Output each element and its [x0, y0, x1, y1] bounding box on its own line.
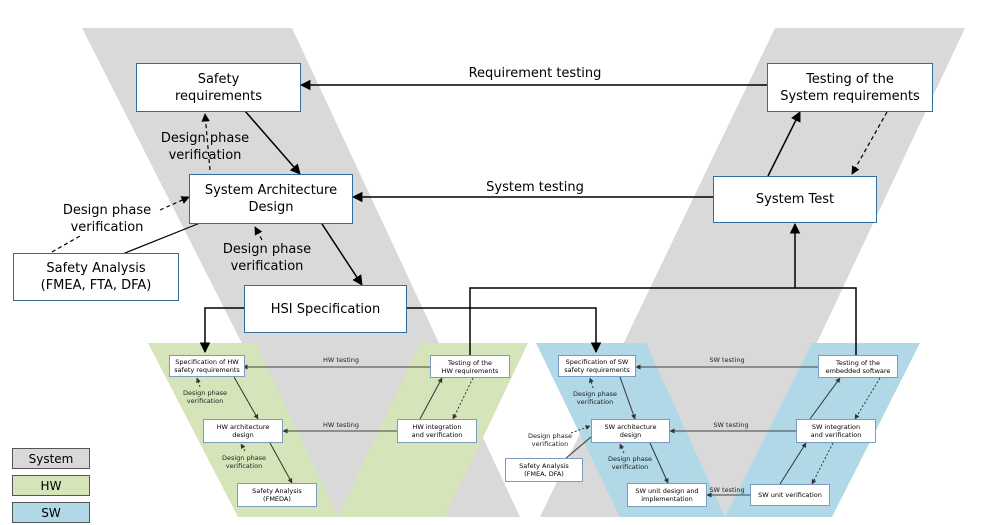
- sw-design-phase-verification-3: Design phase verification: [607, 455, 653, 471]
- sw-unit-design-box: SW unit design and implementation: [627, 483, 707, 507]
- hw-testing-requirements-box: Testing of the HW requirements: [430, 355, 510, 378]
- hw-testing-label-1: HW testing: [323, 356, 359, 364]
- arrow-dpv2-to-arch: [159, 196, 190, 211]
- legend-system: System: [12, 448, 90, 469]
- arrow-dpv1-to-safety: [201, 113, 211, 171]
- hw-safety-analysis-box: Safety Analysis (FMEDA): [237, 483, 317, 507]
- sw-testing-label-3: SW testing: [709, 486, 745, 494]
- sw-testing-embedded-box: Testing of the embedded software: [818, 355, 898, 378]
- testing-system-requirements-box: Testing of the System requirements: [767, 63, 933, 112]
- sw-arrow-testing-to-int-dashed: [854, 377, 881, 420]
- design-phase-verification-label-3: Design phase verification: [222, 242, 312, 274]
- arrow-arch-to-safety-analysis: [119, 222, 201, 256]
- sw-unit-verification-box: SW unit verification: [750, 484, 830, 506]
- sw-design-phase-verification-1: Design phase verification: [572, 390, 618, 406]
- arrow-dpv3-to-arch: [254, 226, 263, 241]
- hw-design-phase-verification-2: Design phase verification: [221, 454, 267, 470]
- sw-arrow-dpv1: [588, 377, 594, 389]
- sw-testing-label-1: SW testing: [709, 356, 745, 364]
- hw-integration-verification-box: HW integration and verification: [397, 419, 477, 443]
- system-architecture-design-box: System Architecture Design: [189, 174, 353, 224]
- sw-arrow-dpv3: [619, 443, 625, 454]
- sw-integration-verification-box: SW integration and verification: [796, 419, 876, 443]
- arrow-safety-to-arch: [244, 110, 301, 175]
- sw-spec-safety-req-box: Specification of SW safety requirements: [558, 355, 636, 377]
- arrow-hsi-to-hw: [199, 307, 244, 354]
- sw-arrow-arch-to-sa: [564, 436, 592, 460]
- design-phase-verification-label-1: Design phase verification: [160, 131, 250, 163]
- arrow-systemtest-to-testing: [767, 111, 801, 177]
- system-testing-label: System testing: [486, 180, 584, 195]
- arrow-arch-to-hsi: [321, 223, 363, 286]
- safety-requirements-box: Safety requirements: [136, 63, 301, 112]
- requirement-testing-label: Requirement testing: [468, 66, 602, 81]
- arrow-hwtest-to-systemtest: [469, 287, 857, 355]
- hw-testing-label-2: HW testing: [323, 421, 359, 429]
- sw-design-phase-verification-2: Design phase verification: [527, 432, 573, 448]
- hw-arrow-arch-to-sa: [269, 442, 293, 484]
- arrow-safetyanalysis-to-dpv2: [51, 235, 81, 253]
- hsi-specification-box: HSI Specification: [244, 285, 407, 333]
- hw-design-phase-verification-1: Design phase verification: [182, 389, 228, 405]
- sw-safety-analysis-box: Safety Analysis (FMEA, DFA): [505, 458, 583, 482]
- hw-arrow-dpv2: [240, 443, 246, 452]
- hw-arrow-spec-to-arch: [233, 376, 259, 420]
- sw-arrow-unitver-to-int: [779, 442, 807, 485]
- legend-sw: SW: [12, 502, 90, 523]
- arrow-testing-to-systemtest-dashed: [851, 111, 888, 175]
- sw-arrow-spec-to-arch: [619, 376, 636, 420]
- sw-arrow-int-to-testing: [809, 377, 841, 420]
- sw-architecture-design-box: SW architecture design: [591, 419, 670, 443]
- sw-arrow-dpv2: [570, 425, 591, 434]
- system-test-box: System Test: [713, 176, 877, 223]
- hw-architecture-design-box: HW architecture design: [203, 419, 283, 443]
- hw-arrow-int-to-testing: [419, 377, 443, 420]
- sw-arrow-arch-to-unit: [649, 442, 669, 484]
- design-phase-verification-label-2: Design phase verification: [62, 203, 152, 235]
- hw-spec-safety-req-box: Specification of HW safety requirements: [169, 355, 245, 377]
- hw-arrow-dpv1: [196, 377, 201, 388]
- safety-analysis-box: Safety Analysis (FMEA, FTA, DFA): [13, 253, 179, 301]
- sw-testing-label-2: SW testing: [713, 421, 749, 429]
- legend-hw: HW: [12, 475, 90, 496]
